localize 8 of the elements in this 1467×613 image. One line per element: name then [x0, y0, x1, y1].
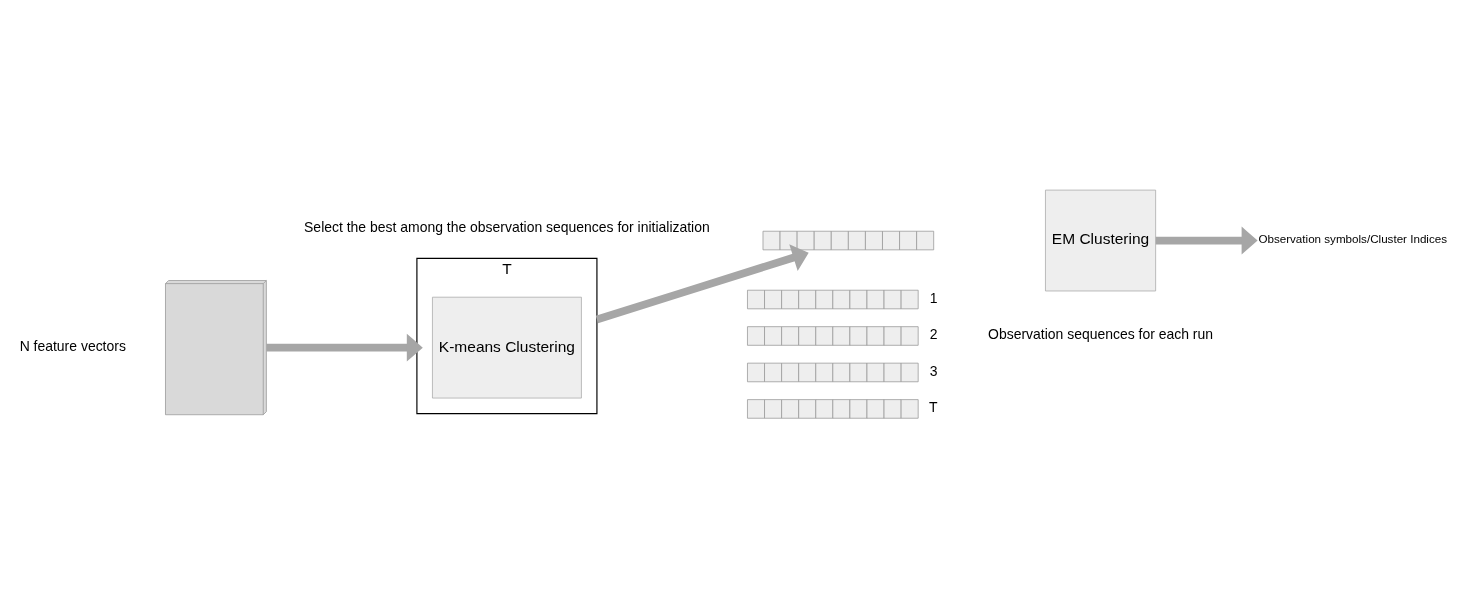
label: Observation sequences for each run — [988, 326, 1213, 343]
label: Select the best among the observation sequences for initialization — [304, 219, 710, 236]
node-text: Observation symbols/Cluster Indices — [1258, 232, 1448, 246]
node-label: T — [929, 399, 938, 416]
label: N feature vectors — [19, 338, 126, 355]
node-label: 2 — [929, 326, 938, 343]
node-label: 3 — [929, 362, 938, 379]
node-label: 1 — [929, 289, 938, 306]
